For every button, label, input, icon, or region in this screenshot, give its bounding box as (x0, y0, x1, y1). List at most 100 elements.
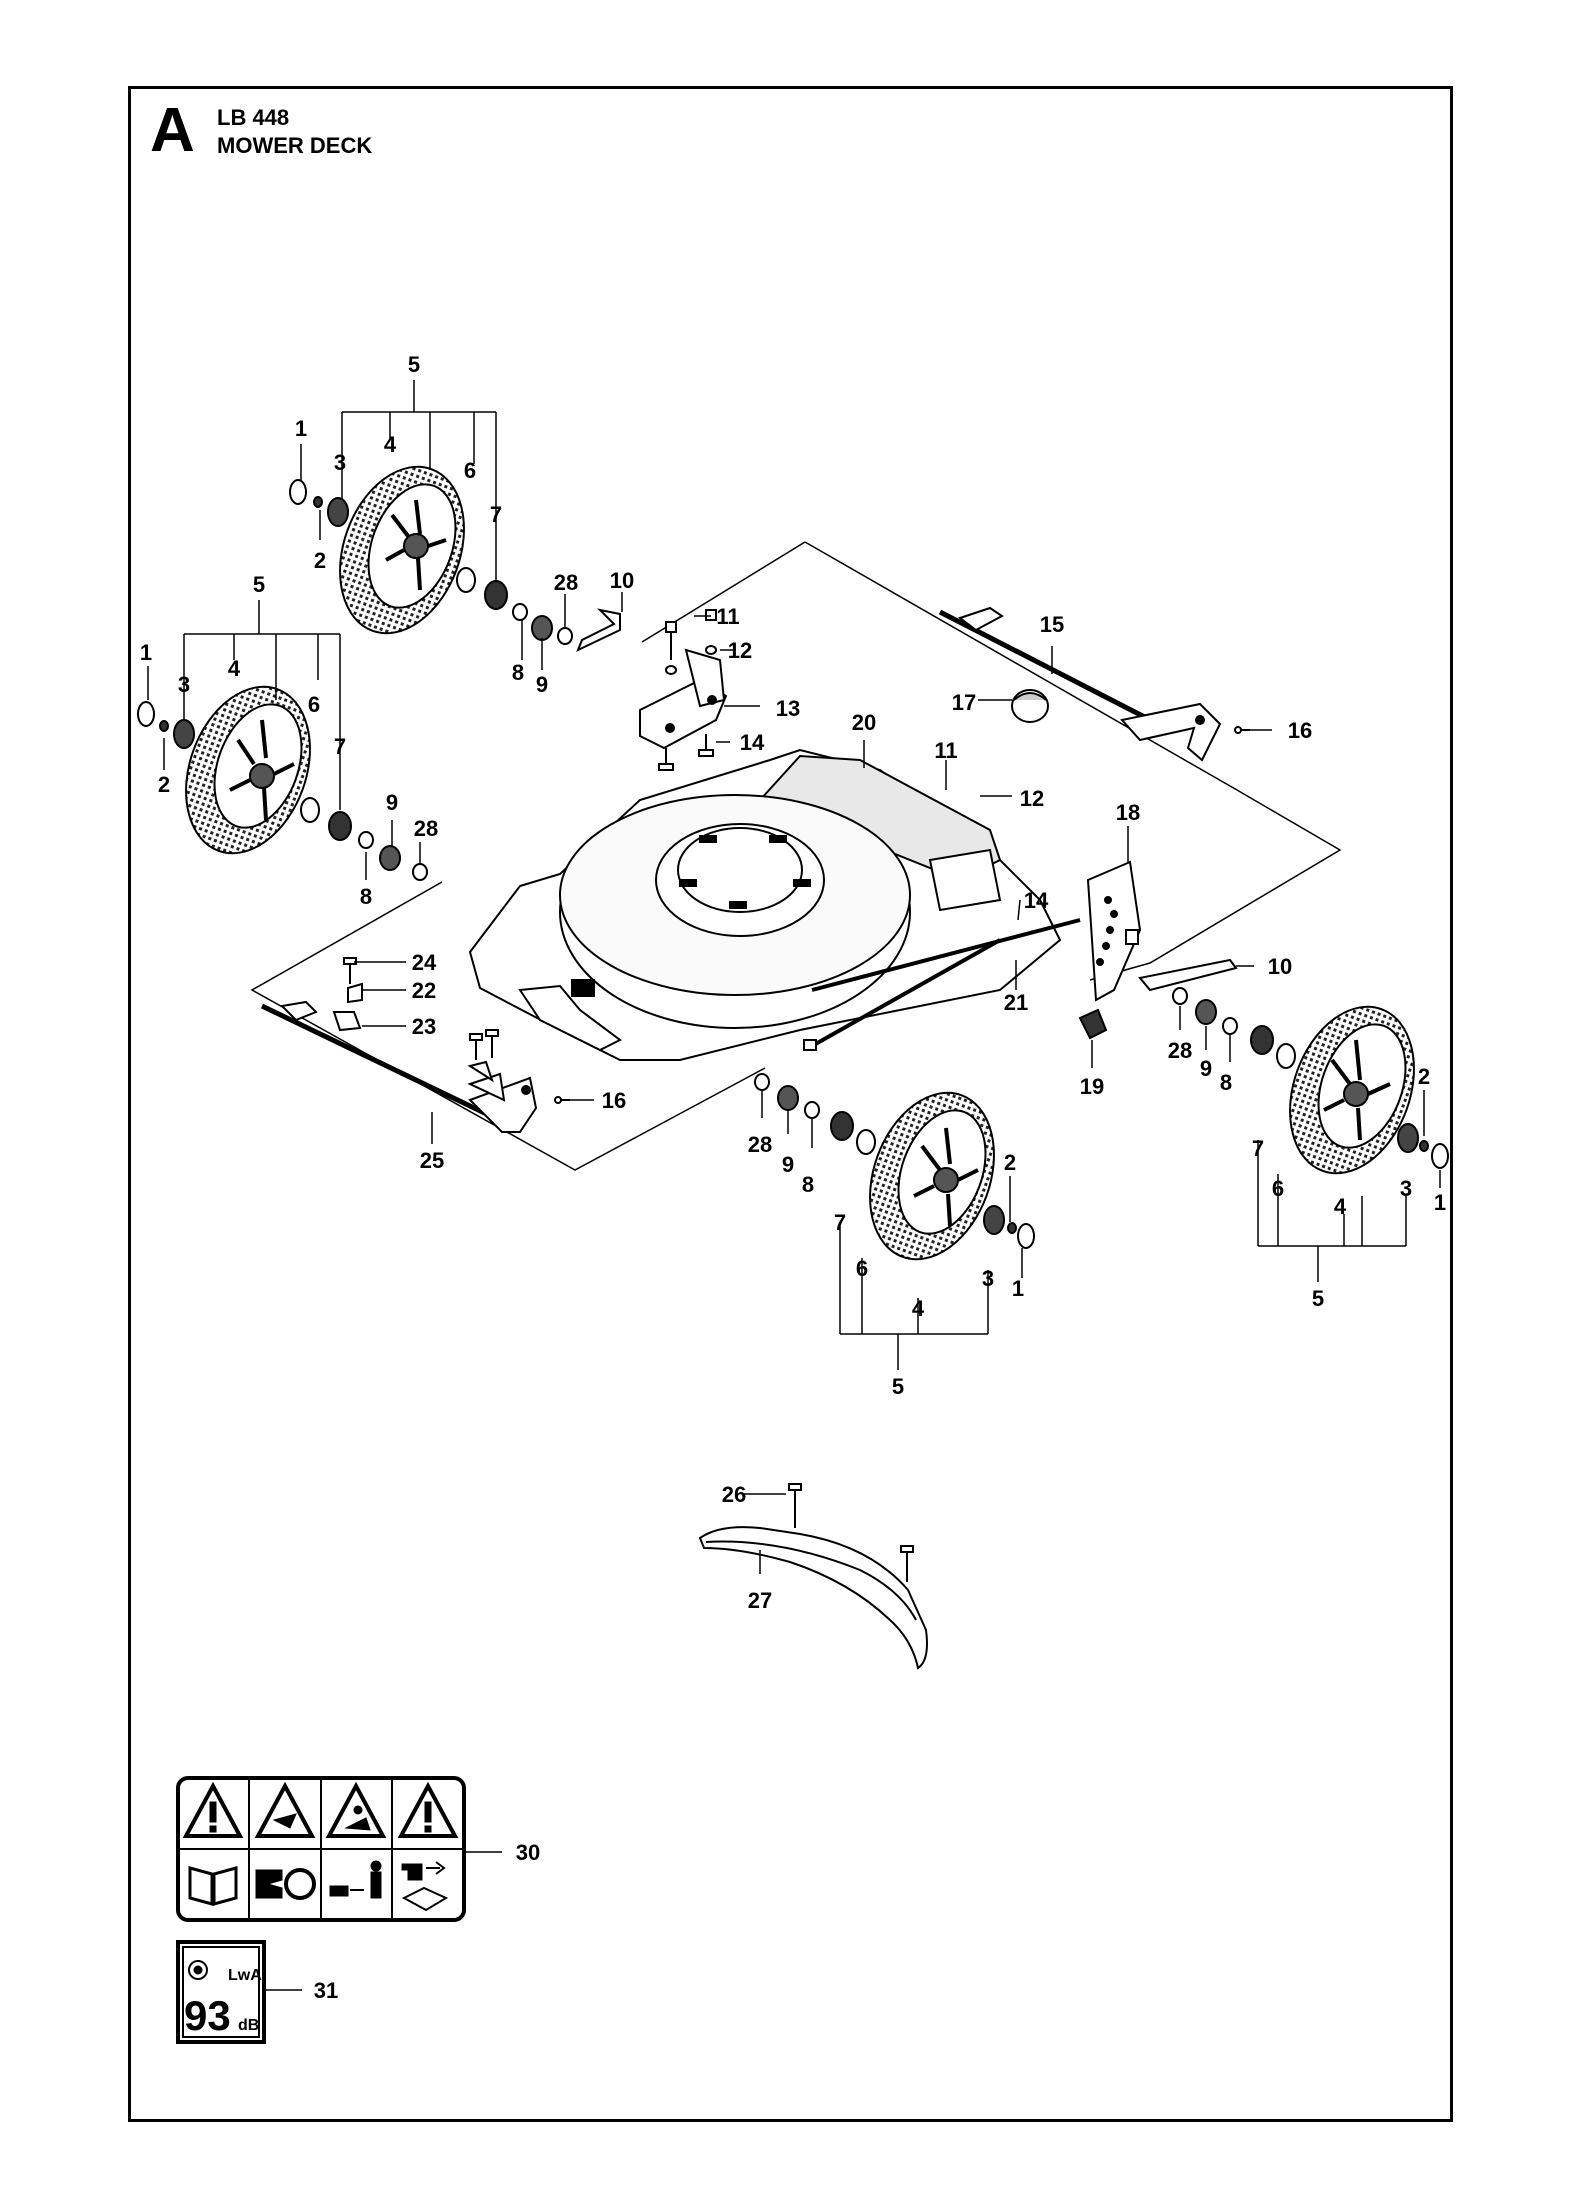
washers-front-left (137, 701, 428, 881)
deflector-27 (698, 1483, 928, 1670)
noise-unit: dB (238, 2017, 259, 2034)
callout-9: 9 (536, 672, 548, 697)
callout-11: 11 (934, 738, 957, 763)
callout-27: 27 (748, 1588, 772, 1613)
callout-11: 11 (716, 604, 739, 629)
callout-14: 14 (1024, 888, 1049, 913)
callout-12: 12 (1020, 786, 1044, 811)
rod-21 (803, 918, 1081, 1051)
callout-25: 25 (420, 1148, 444, 1173)
leader-lines (147, 380, 1441, 1991)
callout-6: 6 (856, 1256, 868, 1281)
callout-21: 21 (1004, 990, 1028, 1015)
height-bracket-13 (639, 609, 728, 771)
manual-book-icon (188, 1866, 238, 1906)
callout-14: 14 (740, 730, 765, 755)
callout-1: 1 (140, 640, 152, 665)
callout-2: 2 (1004, 1150, 1016, 1175)
warning-triangle-icon (325, 1781, 387, 1838)
callout-13: 13 (776, 696, 800, 721)
callout-4: 4 (912, 1296, 925, 1321)
callout-4: 4 (228, 656, 241, 681)
callout-8: 8 (802, 1172, 814, 1197)
washers-rear-right (1172, 987, 1449, 1169)
callout-4: 4 (384, 432, 397, 457)
warning-triangle-icon (397, 1781, 459, 1838)
callout-6: 6 (464, 458, 476, 483)
callout-28: 28 (554, 570, 578, 595)
callout-18: 18 (1116, 800, 1140, 825)
callout-6: 6 (308, 692, 320, 717)
callout-10: 10 (610, 568, 634, 593)
callout-9: 9 (782, 1152, 794, 1177)
callout-7: 7 (834, 1210, 846, 1235)
callout-1: 1 (295, 416, 307, 441)
callout-23: 23 (412, 1014, 436, 1039)
callout-26: 26 (722, 1482, 746, 1507)
callout-4: 4 (1334, 1194, 1347, 1219)
height-plate-18 (1078, 860, 1238, 1040)
callout-8: 8 (1220, 1070, 1232, 1095)
warning-decal-30 (176, 1776, 466, 1922)
warning-triangle-icon (182, 1781, 244, 1838)
callout-7: 7 (490, 502, 502, 527)
callout-1: 1 (1434, 1190, 1446, 1215)
callout-2: 2 (314, 548, 326, 573)
wheel-front-right (869, 1091, 995, 1261)
section-title: MOWER DECK (217, 133, 373, 158)
section-letter: A (150, 96, 195, 165)
callout-12: 12 (728, 638, 752, 663)
callout-3: 3 (982, 1266, 994, 1291)
callout-1: 1 (1012, 1276, 1024, 1301)
callout-2: 2 (1418, 1064, 1430, 1089)
mower-deck-20 (468, 748, 1062, 1061)
callout-28: 28 (414, 816, 438, 841)
callout-31: 31 (314, 1978, 338, 2003)
screw-16 (554, 726, 1250, 1104)
callout-5: 5 (892, 1374, 904, 1399)
callout-2: 2 (158, 772, 170, 797)
page-frame (128, 86, 1453, 2122)
callout-6: 6 (1272, 1176, 1284, 1201)
callout-20: 20 (852, 710, 876, 735)
bystander-distance-icon (329, 1860, 382, 1899)
model-label: LB 448 (217, 105, 290, 130)
noise-symbol: LwA (228, 1967, 262, 1984)
callout-3: 3 (178, 672, 190, 697)
wheel-front-left (185, 685, 311, 855)
callout-5: 5 (1312, 1286, 1324, 1311)
wheel-rear-left (339, 465, 465, 635)
wheel-rear-right (1289, 1005, 1415, 1175)
front-axle-25 (260, 957, 538, 1133)
washers-front-right (754, 1073, 1035, 1249)
callout-3: 3 (1400, 1176, 1412, 1201)
callout-28: 28 (1168, 1038, 1192, 1063)
spark-plug-icon (401, 1861, 449, 1912)
callout-7: 7 (1252, 1136, 1264, 1161)
rear-axle-15 (938, 606, 1222, 762)
noise-value: 93 (184, 1992, 231, 2039)
callout-7: 7 (334, 734, 346, 759)
callout-8: 8 (360, 884, 372, 909)
callout-10: 10 (1268, 954, 1292, 979)
warning-triangle-icon (254, 1781, 316, 1838)
noise-decal-31 (176, 1940, 266, 2044)
callout-19: 19 (1080, 1074, 1104, 1099)
callout-24: 24 (412, 950, 437, 975)
callout-9: 9 (1200, 1056, 1212, 1081)
hand-blade-icon (255, 1868, 316, 1900)
callout-17: 17 (952, 690, 976, 715)
callout-16: 16 (1288, 718, 1312, 743)
callout-3: 3 (334, 450, 346, 475)
washers-rear-left-a (289, 479, 621, 653)
callout-28: 28 (748, 1132, 772, 1157)
callout-15: 15 (1040, 612, 1064, 637)
callout-22: 22 (412, 978, 436, 1003)
callout-8: 8 (512, 660, 524, 685)
callout-5: 5 (253, 572, 265, 597)
callout-5: 5 (408, 352, 420, 377)
callout-16: 16 (602, 1088, 626, 1113)
